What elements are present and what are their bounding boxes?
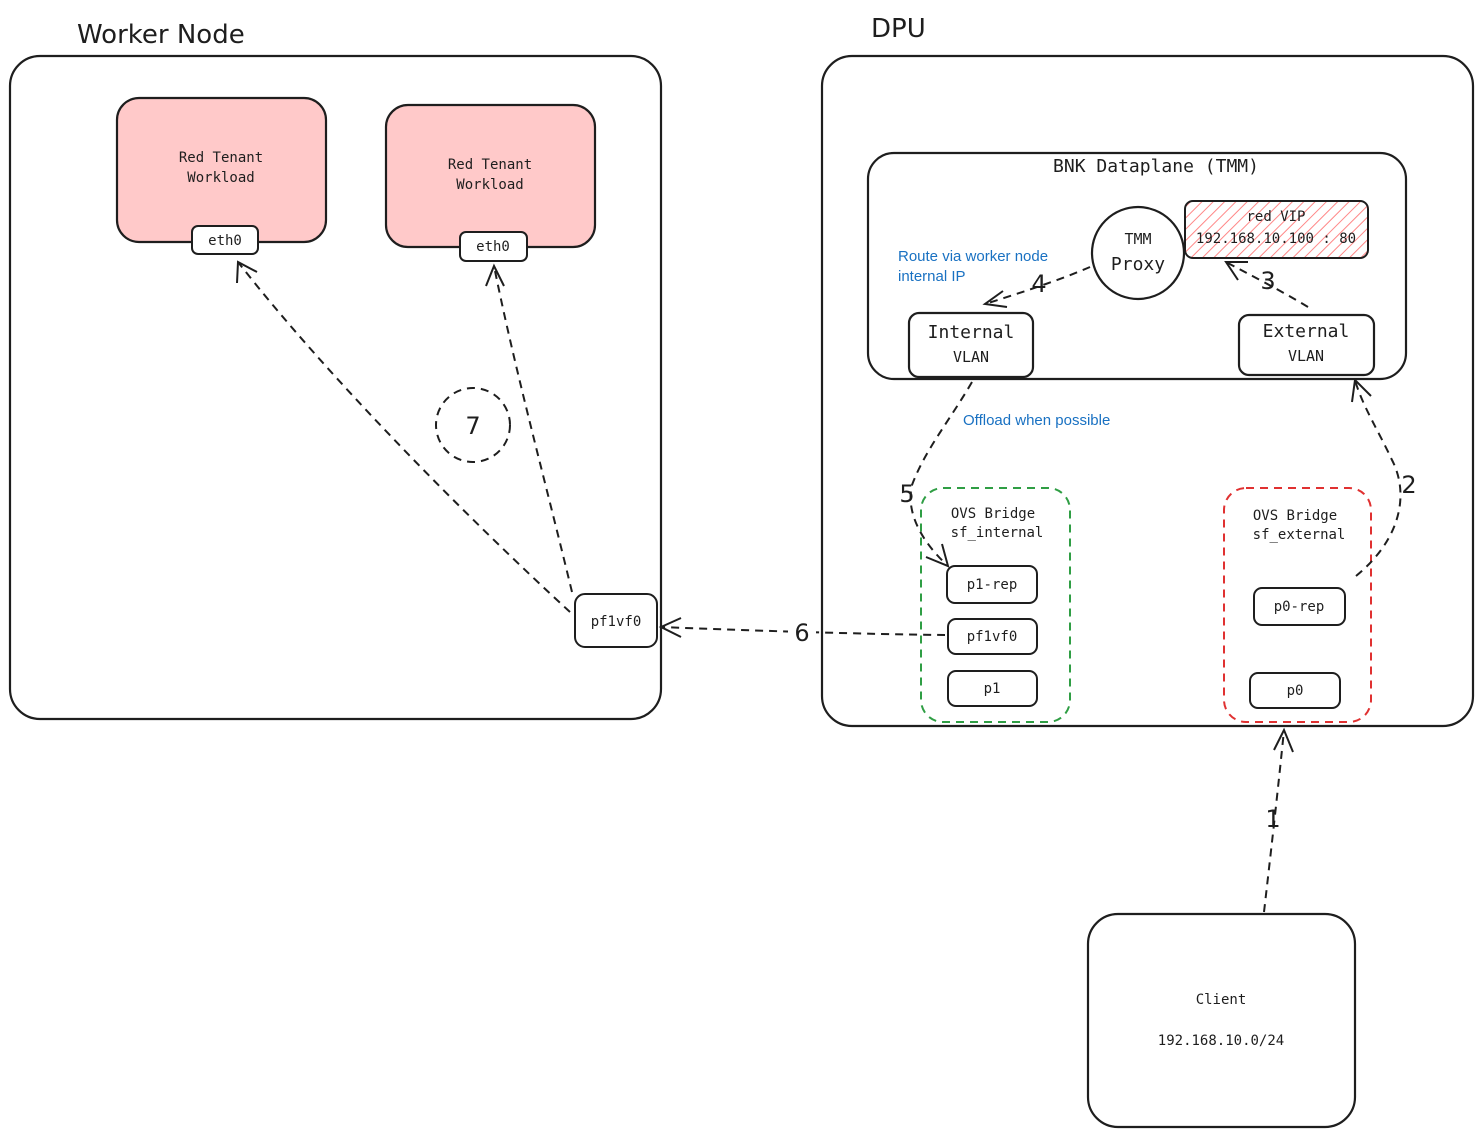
external-vlan-line2: VLAN [1288, 347, 1324, 365]
client-subnet: 192.168.10.0/24 [1158, 1033, 1284, 1049]
step-2-label: 2 [1401, 471, 1416, 499]
route-note-line2: internal IP [898, 268, 966, 285]
ovs-bridge-internal-line2: sf_internal [951, 525, 1044, 541]
step-6-label-bg [788, 618, 816, 646]
flow-arrow-1 [1263, 729, 1285, 913]
flow-arrow-7b [493, 265, 573, 593]
p1-port [947, 670, 1038, 707]
worker-node-title: Worker Node [77, 20, 245, 50]
p0-rep-port [1253, 587, 1346, 626]
internal-vlan-line1: Internal [928, 322, 1015, 343]
ovs-bridge-external-line2: sf_external [1253, 527, 1346, 543]
red-vip-title: red VIP [1246, 209, 1305, 225]
red-vip-address: 192.168.10.100 : 80 [1196, 231, 1356, 247]
external-vlan-box [1237, 313, 1376, 377]
internal-vlan-box [907, 311, 1035, 379]
flow-arrow-4 [984, 266, 1091, 305]
tmm-proxy-circle [1090, 205, 1186, 301]
step-1-label: 1 [1265, 805, 1280, 833]
ovs-bridge-external-box [1223, 487, 1372, 723]
p0-label: p0 [1287, 683, 1304, 699]
eth0-port-2 [459, 231, 528, 262]
flow-arrow-4-head [982, 290, 1008, 308]
route-note-line1: Route via worker node [898, 248, 1048, 265]
tenant-workload-1-line1: Red Tenant [179, 150, 263, 166]
internal-vlan-line2: VLAN [953, 348, 989, 366]
tenant-workload-1-line2: Workload [187, 170, 254, 186]
flow-arrow-6-head [658, 617, 682, 638]
bnk-dataplane-title: BNK Dataplane (TMM) [1053, 156, 1259, 177]
p0-rep-label: p0-rep [1274, 599, 1325, 615]
tmm-proxy-line1: TMM [1124, 230, 1151, 248]
dpu-pf1vf0-label: pf1vf0 [967, 629, 1018, 645]
worker-pf1vf0-label: pf1vf0 [591, 614, 642, 630]
tenant-workload-2: Red Tenant Workload eth0 [384, 103, 597, 262]
step-7-circle [435, 387, 511, 463]
flow-arrow-1-head [1273, 727, 1294, 753]
flow-arrow-3 [1225, 261, 1309, 308]
step-3-label: 3 [1260, 267, 1275, 295]
flow-arrow-2 [1354, 379, 1402, 577]
offload-note: Offload when possible [963, 412, 1110, 429]
flow-arrow-5-head [925, 543, 950, 568]
flow-arrow-6 [660, 626, 946, 636]
client-title: Client [1196, 992, 1247, 1008]
step-6-label: 6 [794, 619, 809, 647]
p1-rep-label: p1-rep [967, 577, 1018, 593]
flow-arrow-2-head [1351, 377, 1372, 403]
eth0-port-1 [191, 225, 259, 255]
p0-port [1249, 672, 1341, 709]
tenant-workload-1: Red Tenant Workload eth0 [115, 96, 328, 255]
step-5-label: 5 [899, 480, 914, 508]
p1-label: p1 [984, 681, 1001, 697]
external-vlan-line1: External [1263, 321, 1350, 342]
step-4-label: 4 [1031, 270, 1046, 298]
dpu-pf1vf0-port [947, 618, 1038, 655]
step-7-label: 7 [465, 412, 480, 440]
worker-pf1vf0-port [574, 593, 658, 648]
ovs-bridge-external-line1: OVS Bridge [1253, 508, 1337, 524]
tenant-workload-2-line2: Workload [456, 177, 523, 193]
tenant-workload-2-line1: Red Tenant [448, 157, 532, 173]
flow-arrow-3-head [1224, 261, 1248, 281]
eth0-port-1-label: eth0 [208, 233, 242, 249]
p1-rep-port [946, 565, 1038, 604]
client-box [1086, 912, 1357, 1129]
flow-arrow-7a-head [236, 260, 258, 284]
dpu-title: DPU [871, 14, 926, 44]
tmm-proxy-line2: Proxy [1111, 254, 1165, 275]
tenant-workload-2-box [384, 103, 597, 249]
ovs-bridge-internal-line1: OVS Bridge [951, 506, 1035, 522]
flow-arrow-7a [237, 261, 571, 613]
flow-arrow-7b-head [485, 263, 505, 287]
red-vip-box [1184, 200, 1369, 259]
eth0-port-2-label: eth0 [476, 239, 510, 255]
flow-arrow-5 [909, 381, 973, 567]
